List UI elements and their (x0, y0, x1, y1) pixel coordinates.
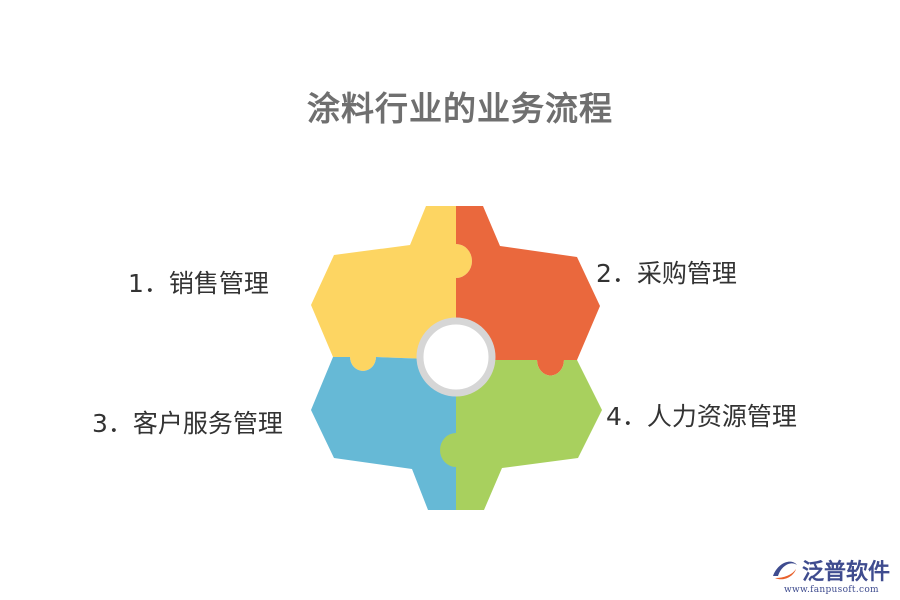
logo-url: www.fanpusoft.com (784, 585, 879, 595)
brand-logo: 泛普软件 www.fanpusoft.com (770, 553, 900, 600)
step-label-hr: 4．人力资源管理 (606, 402, 797, 431)
diagram-title: 涂料行业的业务流程 (307, 89, 613, 128)
step-label-purchase: 2．采购管理 (596, 259, 737, 288)
logo-name: 泛普软件 (802, 560, 891, 585)
gear-piece-hr (440, 360, 602, 510)
step-label-service: 3．客户服务管理 (92, 409, 283, 438)
logo-swirl-icon (773, 561, 797, 580)
gear-piece-service (311, 357, 456, 510)
gear-piece-purchase (456, 206, 600, 376)
step-label-sales: 1．销售管理 (128, 269, 269, 298)
center-ring (416, 317, 496, 397)
